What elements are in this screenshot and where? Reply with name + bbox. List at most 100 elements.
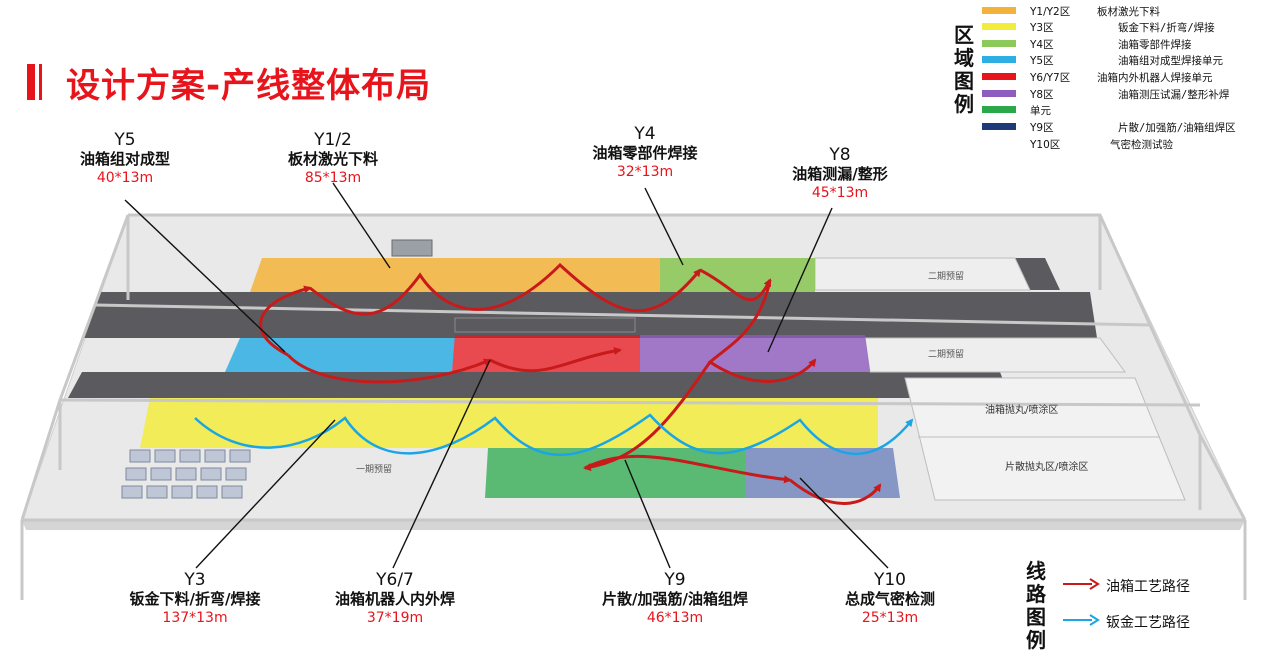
blue-arrow-icon bbox=[1063, 614, 1100, 626]
legend-swatch-y3 bbox=[982, 23, 1016, 30]
callout-code: Y3 bbox=[184, 570, 206, 590]
aisle-middle bbox=[68, 372, 1010, 398]
callout-name: 总成气密检测 bbox=[844, 590, 935, 608]
legend-swatch-y4 bbox=[982, 40, 1016, 47]
legend-code: Y8区 bbox=[1030, 89, 1054, 101]
legend-code: Y10区 bbox=[1030, 139, 1061, 151]
zone-legend-row: 单元 bbox=[982, 103, 1268, 117]
sheet-storage-racks bbox=[121, 449, 251, 499]
callout-name: 油箱组对成型 bbox=[79, 150, 170, 168]
callout-y5: Y5 油箱组对成型 40*13m bbox=[60, 130, 190, 187]
zone-legend-row: Y1/Y2区 板材激光下料 bbox=[982, 4, 1268, 18]
floor-label-phase2-mid: 二期预留 bbox=[928, 348, 964, 360]
route-label: 钣金工艺路径 bbox=[1106, 615, 1190, 631]
callout-code: Y8 bbox=[829, 145, 851, 165]
legend-desc: 油箱零部件焊接 bbox=[1118, 39, 1192, 51]
zone-legend-row: Y4区 油箱零部件焊接 bbox=[982, 37, 1268, 51]
legend-desc: 气密检测试验 bbox=[1110, 139, 1173, 151]
phase2-top-area bbox=[814, 257, 1031, 291]
callout-name: 油箱机器人内外焊 bbox=[334, 590, 455, 608]
legend-swatch-y12 bbox=[982, 7, 1016, 14]
callout-name: 钣金下料/折弯/焊接 bbox=[129, 590, 261, 608]
legend-desc: 油箱测压试漏/整形补焊 bbox=[1118, 89, 1230, 101]
zone-y12-area bbox=[250, 258, 660, 292]
callout-code: Y4 bbox=[634, 124, 656, 144]
callout-y9: Y9 片散/加强筋/油箱组焊 46*13m bbox=[575, 570, 775, 627]
legend-desc: 油箱内外机器人焊接单元 bbox=[1097, 72, 1213, 84]
legend-code: Y1/Y2区 bbox=[1030, 6, 1071, 18]
legend-code: Y9区 bbox=[1030, 122, 1054, 134]
building-frame bbox=[20, 213, 1247, 600]
legend-desc: 板材激光下料 bbox=[1097, 6, 1160, 18]
floor-slab-front-edge bbox=[22, 520, 1245, 530]
zone-y8-area bbox=[640, 335, 870, 372]
callout-size: 137*13m bbox=[162, 610, 228, 626]
legend-swatch-y8 bbox=[982, 90, 1016, 97]
callout-code: Y5 bbox=[114, 130, 136, 150]
callout-y67: Y6/7 油箱机器人内外焊 37*19m bbox=[310, 570, 480, 627]
tank-process-path bbox=[259, 262, 882, 505]
zone-y3-area bbox=[140, 398, 878, 448]
legend-code: 单元 bbox=[1030, 105, 1051, 117]
floor-label-phase2-top: 二期预留 bbox=[928, 270, 964, 282]
zone-legend-title: 区域图例 bbox=[954, 23, 974, 116]
right-paint-area bbox=[904, 377, 1186, 501]
laser-equipment bbox=[391, 239, 433, 257]
legend-code: Y4区 bbox=[1030, 39, 1054, 51]
zone-y67-area bbox=[452, 335, 640, 372]
robot-cell-rack bbox=[454, 317, 636, 333]
callout-code: Y10 bbox=[873, 570, 907, 590]
callout-y4: Y4 油箱零部件焊接 32*13m bbox=[570, 124, 720, 181]
floor-label-phase1: 一期预留 bbox=[356, 463, 392, 475]
zone-legend-row: Y10区 气密检测试验 bbox=[982, 137, 1268, 151]
legend-swatch-y10 bbox=[982, 123, 1016, 130]
legend-code: Y5区 bbox=[1030, 55, 1054, 67]
zone-y10-area bbox=[745, 448, 900, 498]
title-accent-bar-thin bbox=[39, 64, 42, 100]
sheet-metal-process-path bbox=[194, 413, 914, 456]
legend-desc: 钣金下料/折弯/焊接 bbox=[1118, 22, 1215, 34]
callout-code: Y9 bbox=[664, 570, 686, 590]
callout-code: Y1/2 bbox=[314, 130, 352, 150]
title-accent-bar bbox=[27, 64, 35, 100]
legend-desc: 油箱组对成型焊接单元 bbox=[1118, 55, 1223, 67]
callout-name: 片散/加强筋/油箱组焊 bbox=[602, 590, 748, 608]
callout-size: 45*13m bbox=[811, 185, 869, 201]
route-label: 油箱工艺路径 bbox=[1106, 579, 1190, 595]
callout-y3: Y3 钣金下料/折弯/焊接 137*13m bbox=[110, 570, 280, 627]
callout-name: 板材激光下料 bbox=[287, 150, 378, 168]
callout-size: 25*13m bbox=[861, 610, 919, 626]
callout-name: 油箱测漏/整形 bbox=[792, 165, 888, 183]
zone-legend-row: Y6/Y7区 油箱内外机器人焊接单元 bbox=[982, 70, 1268, 84]
callout-size: 32*13m bbox=[616, 164, 674, 180]
zone-legend-row: Y9区 片散/加强筋/油箱组焊区 bbox=[982, 120, 1268, 134]
callout-y12: Y1/2 板材激光下料 85*13m bbox=[268, 130, 398, 187]
callout-leaders bbox=[124, 182, 889, 569]
route-legend-title: 线路图例 bbox=[1026, 559, 1046, 652]
legend-swatch-y5 bbox=[982, 56, 1016, 63]
callout-name: 油箱零部件焊接 bbox=[592, 144, 698, 162]
callout-size: 46*13m bbox=[646, 610, 704, 626]
zone-y9-area bbox=[485, 448, 745, 498]
callout-size: 37*19m bbox=[366, 610, 424, 626]
legend-swatch-y9 bbox=[982, 106, 1016, 113]
zone-legend-row: Y5区 油箱组对成型焊接单元 bbox=[982, 53, 1268, 67]
legend-code: Y6/Y7区 bbox=[1030, 72, 1071, 84]
floor-label-right-upper: 油箱抛丸/喷涂区 bbox=[985, 403, 1058, 416]
red-arrow-icon bbox=[1063, 578, 1100, 590]
callout-size: 85*13m bbox=[304, 170, 362, 186]
zone-legend-row: Y8区 油箱测压试漏/整形补焊 bbox=[982, 87, 1268, 101]
callout-y10: Y10 总成气密检测 25*13m bbox=[810, 570, 970, 627]
callout-y8: Y8 油箱测漏/整形 45*13m bbox=[765, 145, 915, 202]
legend-code: Y3区 bbox=[1030, 22, 1054, 34]
route-legend-row-sheet: 钣金工艺路径 bbox=[1062, 610, 1262, 632]
floor-label-right-lower: 片散抛丸区/喷涂区 bbox=[1005, 460, 1088, 473]
callout-code: Y6/7 bbox=[376, 570, 414, 590]
callout-size: 40*13m bbox=[96, 170, 154, 186]
legend-swatch-y67 bbox=[982, 73, 1016, 80]
zone-legend-row: Y3区 钣金下料/折弯/焊接 bbox=[982, 20, 1268, 34]
zone-y4-area bbox=[660, 258, 815, 292]
page-title: 设计方案-产线整体布局 bbox=[66, 66, 432, 106]
zone-y5-area bbox=[225, 338, 455, 372]
